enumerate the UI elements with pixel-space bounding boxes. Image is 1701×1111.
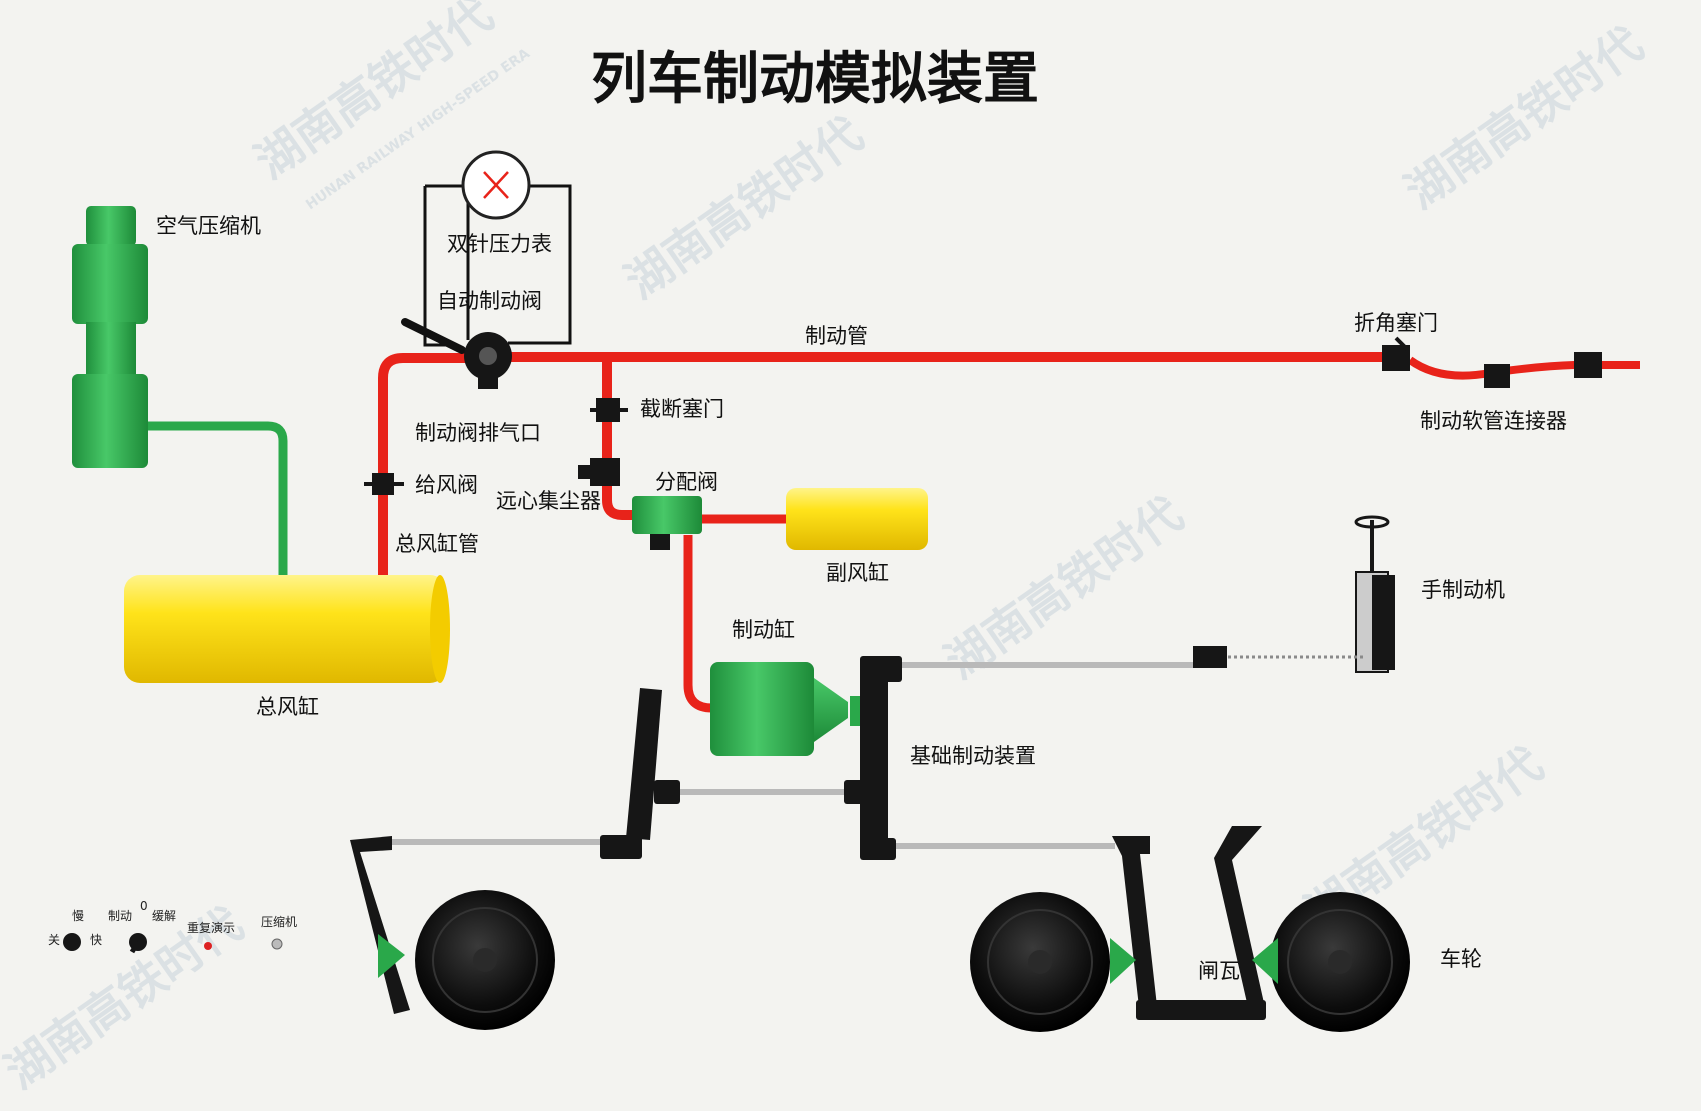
angle-cock [1382,336,1410,371]
label-mode-zero: 0 [140,899,148,913]
label-compressor-switch: 压缩机 [261,914,297,929]
label-brake-shoe: 闸瓦 [1198,959,1240,983]
label-aux-reservoir: 副风缸 [826,561,889,585]
label-speed-slow: 慢 [72,909,84,923]
main-reservoir-pipe [378,353,468,578]
brake-cylinder [710,662,880,756]
dust-collector [578,458,620,486]
label-main-reservoir: 总风缸 [256,695,319,719]
cylinder-pipe [683,535,713,713]
pressure-gauge [461,150,531,220]
label-wheel: 车轮 [1440,947,1482,971]
label-feed-valve: 给风阀 [415,473,478,497]
main-reservoir [124,575,450,683]
hose-coupler [1484,352,1602,388]
auto-brake-valve [401,318,512,389]
watermark-text: 湖南高铁时代 [615,106,872,309]
brake-shoes [378,934,1278,984]
watermark-text: 湖南高铁时代 [1395,16,1652,219]
label-gauge: 双针压力表 [447,232,552,256]
repeat-demo-button[interactable] [204,942,212,950]
label-hand-brake: 手制动机 [1421,578,1505,602]
label-foundation-brake: 基础制动装置 [910,744,1036,768]
label-brake-pipe: 制动管 [805,324,868,348]
cutout-cock [590,398,628,422]
compressor-pipe [148,421,288,575]
watermark-text: 湖南高铁时代 [935,486,1192,689]
control-panel: 慢 关 快 制动 0 缓解 重复演示 压缩机 [48,899,297,947]
wheel-right [1270,892,1410,1032]
compressor-switch[interactable] [271,938,283,950]
label-valve-exhaust: 制动阀排气口 [415,421,541,445]
label-compressor: 空气压缩机 [156,214,261,238]
air-compressor [72,206,148,468]
aux-reservoir [786,488,928,550]
label-auto-valve: 自动制动阀 [437,289,542,313]
brake-rods [374,646,1366,849]
label-speed-fast: 快 [90,933,102,947]
page-title: 列车制动模拟装置 [591,47,1039,112]
feed-valve [364,473,404,495]
wheel-middle [970,892,1110,1032]
label-dust-collector: 远心集尘器 [496,489,601,513]
hand-brake [1354,515,1395,673]
distributor-valve [632,496,702,550]
label-mode-brake: 制动 [108,909,132,923]
label-angle-cock: 折角塞门 [1354,311,1438,335]
label-cutout-cock: 截断塞门 [640,397,724,421]
label-main-res-pipe: 总风缸管 [395,532,479,556]
label-speed-off: 关 [48,933,60,947]
label-hose-coupler: 制动软管连接器 [1420,409,1567,433]
label-brake-cylinder: 制动缸 [732,618,795,642]
brake-levers [350,656,1266,1020]
label-mode-release: 缓解 [152,909,176,923]
branch-pipe [602,357,638,520]
label-repeat-demo: 重复演示 [187,920,235,935]
wheel-left [415,890,555,1030]
mode-switch[interactable] [129,933,147,954]
speed-knob[interactable] [63,933,81,951]
label-distributor: 分配阀 [655,470,718,494]
brake-hose [1407,356,1640,380]
